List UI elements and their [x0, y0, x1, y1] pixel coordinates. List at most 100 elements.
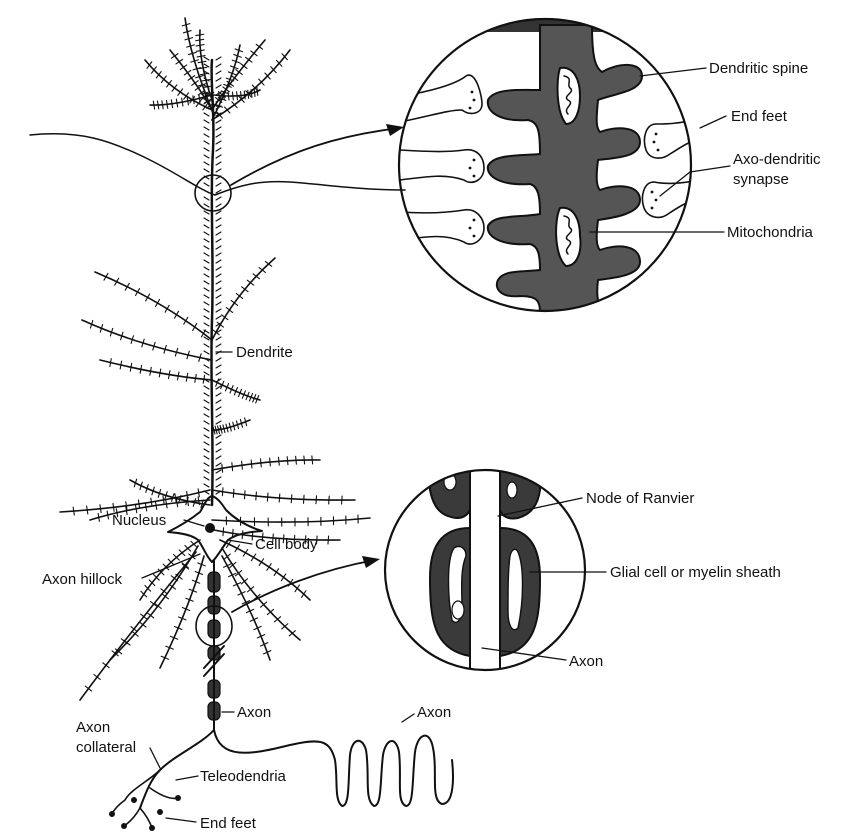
dendritic-spine-tick — [99, 517, 100, 521]
trunk-spine — [204, 267, 209, 270]
trunk-spine — [204, 253, 209, 256]
trunk-spine — [216, 246, 221, 249]
vesicle-dot — [655, 199, 658, 202]
dendritic-spine-tick — [175, 85, 177, 88]
dendritic-spine-tick — [246, 549, 248, 552]
trunk-spine — [216, 365, 221, 368]
dendritic-spine-tick — [154, 105, 155, 109]
vesicle-dot — [471, 91, 474, 94]
dendritic-spine-tick — [197, 51, 201, 52]
vesicle-dot — [473, 175, 476, 178]
dendritic-spine-tick — [241, 581, 244, 584]
dendritic-spine-tick — [131, 340, 132, 344]
dendritic-spine-tick — [274, 619, 277, 622]
dendritic-spine-tick — [278, 617, 281, 620]
trunk-spine — [216, 134, 221, 137]
dendritic-spine-tick — [199, 68, 203, 69]
dendritic-spine-tick — [281, 577, 283, 580]
trunk-spine — [216, 421, 221, 424]
dendritic-spine-tick — [195, 81, 198, 83]
dendritic-spine-tick — [88, 689, 91, 691]
trunk-spine — [216, 400, 221, 403]
dendritic-spine-tick — [191, 61, 195, 62]
dendritic-spine-tick — [165, 658, 169, 659]
vesicle-dot — [653, 141, 656, 144]
dendritic-spine-tick — [269, 564, 271, 567]
trunk-spine — [204, 281, 209, 284]
dendritic-spine-tick — [148, 588, 151, 591]
dendritic-spine-tick — [146, 297, 148, 300]
dendritic-spine-tick — [230, 565, 233, 568]
dendritic-spine-tick — [238, 425, 239, 429]
dendritic-spine-tick — [264, 602, 267, 605]
dendritic-spine-tick — [141, 591, 144, 594]
dendritic-spine-tick — [252, 85, 255, 88]
vesicle-dot — [657, 149, 660, 152]
dendritic-spine-tick — [189, 589, 193, 590]
dendritic-spine-tick — [246, 611, 250, 613]
trunk-spine — [204, 421, 209, 424]
dendritic-spine-tick — [188, 78, 191, 80]
dendritic-spine-tick — [188, 70, 191, 72]
dendritic-spine-tick — [267, 651, 271, 653]
label-dendrite: Dendrite — [236, 344, 293, 361]
label-end-feet-top: End feet — [731, 108, 788, 125]
dendritic-spine-tick — [225, 107, 228, 110]
dendritic-spine-tick — [284, 574, 286, 577]
dendritic-spine-tick — [182, 553, 185, 556]
dendritic-spine-tick — [251, 557, 253, 560]
trunk-spine — [216, 470, 221, 473]
dendritic-spine-tick — [199, 94, 200, 98]
myelin-lower-hole — [452, 601, 464, 619]
dendrite-branch — [100, 360, 212, 380]
dendritic-spine-tick — [233, 422, 234, 426]
dendritic-spine-tick — [143, 625, 146, 627]
trunk-spine — [216, 85, 221, 88]
dendritic-spine-tick — [285, 624, 288, 627]
dendritic-spine-tick — [235, 105, 238, 108]
trunk-spine — [216, 414, 221, 417]
dendritic-spine-tick — [225, 317, 228, 319]
label-axon-hillock: Axon hillock — [42, 571, 123, 588]
trunk-spine — [204, 428, 209, 431]
dendritic-spine-tick — [229, 423, 230, 427]
trunk-spine — [216, 260, 221, 263]
dendritic-spine-tick — [239, 50, 243, 51]
dendritic-spine-tick — [154, 575, 157, 578]
dendritic-spine-tick — [159, 490, 160, 494]
dendritic-spine-tick — [246, 422, 247, 426]
label-node-of-ranvier: Node of Ranvier — [586, 490, 694, 507]
dendritic-spine-tick — [85, 686, 88, 688]
trunk-spine — [216, 407, 221, 410]
trunk-spine — [204, 442, 209, 445]
dendritic-spine-tick — [147, 65, 149, 68]
dendritic-spine-tick — [193, 327, 195, 330]
dendritic-spine-tick — [269, 264, 272, 266]
dendritic-spine-tick — [289, 633, 292, 636]
trunk-spine — [216, 463, 221, 466]
trunk-spine — [216, 155, 221, 158]
dendritic-spine-tick — [87, 510, 88, 514]
dendritic-spine-tick — [256, 276, 259, 278]
dendritic-spine-tick — [251, 51, 254, 53]
trunk-spine — [216, 449, 221, 452]
dendritic-spine-tick — [169, 371, 170, 375]
dendritic-spine-tick — [241, 64, 244, 66]
dendritic-spine-tick — [134, 483, 135, 487]
dendritic-spine-tick — [264, 643, 268, 645]
dendritic-spine-tick — [189, 554, 192, 556]
dendritic-spine-tick — [189, 53, 193, 54]
dendritic-spine-tick — [276, 569, 278, 572]
dendritic-spine-tick — [176, 99, 177, 103]
trunk-spine — [204, 393, 209, 396]
trunk-spine — [204, 470, 209, 473]
dendritic-spine-tick — [258, 626, 262, 628]
dendritic-spine-tick — [244, 579, 247, 582]
dendritic-spine-tick — [203, 67, 207, 68]
dendritic-spine-tick — [192, 83, 195, 85]
dendritic-spine-tick — [295, 588, 297, 591]
dendritic-spine-tick — [149, 62, 151, 65]
dendritic-spine-tick — [186, 317, 188, 320]
dendritic-spine-tick — [174, 638, 178, 639]
dendritic-spine-tick — [167, 305, 169, 308]
